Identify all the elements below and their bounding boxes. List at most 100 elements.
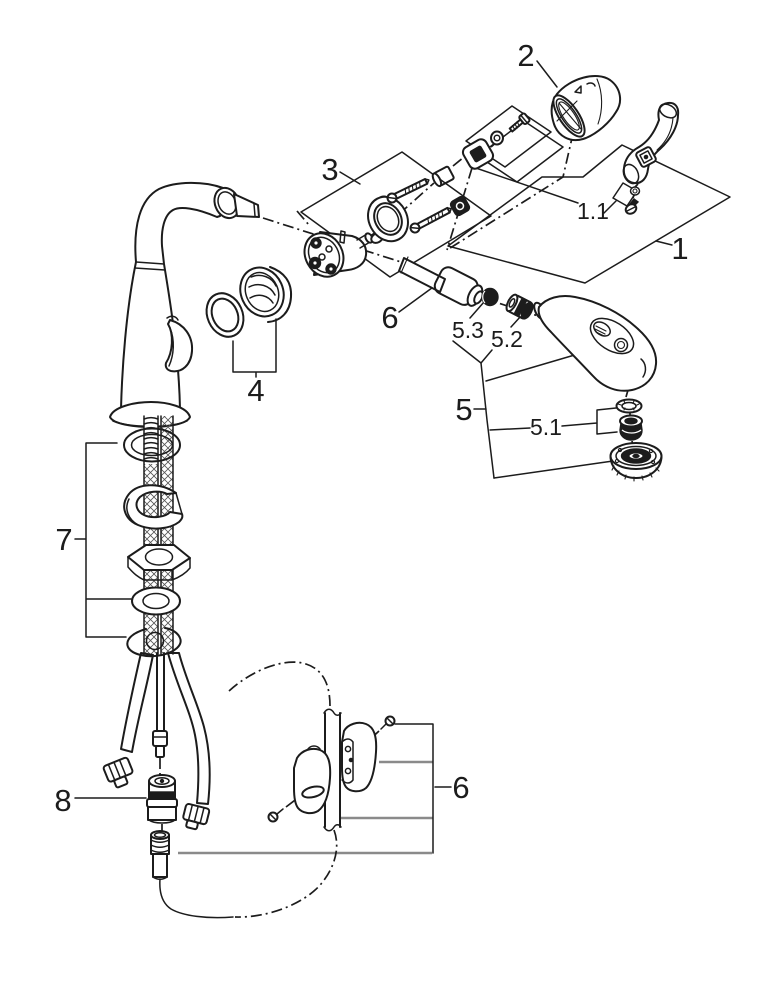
hose-right <box>167 652 211 805</box>
label-part-1-1: 1.1 <box>577 198 609 224</box>
leader-part1 <box>655 240 673 246</box>
leader-part6-hose <box>398 284 437 313</box>
label-part-5-2: 5.2 <box>491 326 523 352</box>
quick-coupling-part8 <box>146 774 178 824</box>
axis-coupling <box>159 758 163 831</box>
spray-head-buttons <box>589 317 635 355</box>
hose-tail <box>159 878 234 919</box>
hose-left-nut <box>102 756 134 789</box>
plane-screw-set-b <box>477 120 564 183</box>
threaded-collar-part4 <box>239 266 293 323</box>
cap-inner-splines <box>556 100 582 130</box>
lever-handle-part1 <box>622 101 680 215</box>
label-part-5: 5 <box>455 392 472 427</box>
label-part-2: 2 <box>517 38 534 73</box>
handle-base-face <box>622 163 640 185</box>
horseshoe-washer-depth <box>126 492 183 526</box>
mounting-nut <box>127 544 191 581</box>
flat-washer <box>131 586 181 616</box>
cap-rim1 <box>555 98 583 134</box>
handle-washer <box>629 186 641 196</box>
neck-joint-lines <box>134 261 166 271</box>
horseshoe-washer <box>123 484 184 530</box>
hose-tube <box>398 257 446 293</box>
label-part-5-1: 5.1 <box>530 414 562 440</box>
o-ring-part4-inner <box>210 297 240 333</box>
wand-tip-face <box>253 203 256 217</box>
hose-weight-holder-part6 <box>267 708 396 832</box>
spray-head-notch <box>640 358 647 378</box>
cap-part5-3 <box>481 287 499 307</box>
cartridge-nut-block <box>461 138 495 170</box>
supply-hoses <box>102 652 234 919</box>
spout-and-body <box>120 181 227 410</box>
bracket-part6-holder <box>178 723 452 855</box>
small-screw <box>508 112 531 133</box>
pullout-hose-center <box>156 652 165 733</box>
cap-part2 <box>550 75 622 142</box>
cap-top-marks <box>574 82 596 94</box>
cartridge-flange <box>367 195 409 244</box>
label-part-5-3: 5.3 <box>452 317 484 343</box>
holder-screw-left <box>267 808 284 823</box>
leader-part1-1-left <box>469 165 579 204</box>
part-labels: 2 3 1 1.1 4 5 5.1 5.2 5.3 6 6 7 8 <box>54 38 688 818</box>
flange-screw-b <box>409 206 452 234</box>
trim-parts-part4 <box>205 266 293 338</box>
pullout-hose-end-part6 <box>398 256 534 320</box>
holder-screw-right <box>380 715 396 730</box>
pullout-hose-loop-bottom <box>234 829 338 918</box>
label-part-8: 8 <box>54 783 71 818</box>
body-side-boss-detail <box>166 315 179 367</box>
c-clip <box>126 627 182 658</box>
check-valve-part5-2 <box>505 293 534 320</box>
hose-right-nut <box>182 803 211 831</box>
hose-end-fitting <box>150 830 170 880</box>
leader-part2 <box>536 60 558 88</box>
label-part-7: 7 <box>55 522 72 557</box>
holder-half-left <box>293 745 332 815</box>
label-part-4: 4 <box>247 373 264 408</box>
label-part-3: 3 <box>321 152 338 187</box>
cartridge <box>303 230 374 278</box>
handle-body <box>622 101 680 185</box>
strip-outlines <box>143 415 174 655</box>
handle-inner-line <box>656 117 674 151</box>
hose-break-lines <box>323 708 342 832</box>
leader-lines <box>74 60 673 855</box>
hose-left <box>120 652 154 753</box>
axis-into-cartridge <box>296 210 310 226</box>
holder-half-right <box>341 721 378 793</box>
mounting-hardware-part7 <box>123 427 191 658</box>
base-o-ring <box>123 427 181 463</box>
cartridge-group-part3 <box>303 112 531 278</box>
dark-square-nut <box>449 195 471 217</box>
pullout-hose-loop-top <box>228 661 331 707</box>
handle-screw <box>624 198 640 215</box>
cap-rim2 <box>558 101 580 131</box>
bracket-part7 <box>74 442 132 638</box>
spray-face-disc <box>609 442 663 482</box>
base-o-ring-inner <box>130 433 174 457</box>
handle-tip-face <box>658 103 678 119</box>
bracket-part5 <box>452 301 618 479</box>
brass-nut <box>431 165 455 188</box>
threaded-shank-coils <box>143 416 159 460</box>
plane-group-1 <box>447 144 731 284</box>
cap-seam <box>596 78 603 125</box>
pullout-wand-tip <box>233 193 260 218</box>
valve-insert-part5-1 <box>619 414 643 441</box>
leader-part1-1-right <box>603 200 617 214</box>
small-washer <box>490 130 504 146</box>
bracket-part4 <box>232 318 277 378</box>
label-part-6-hose: 6 <box>381 300 398 335</box>
handle-clip-window <box>635 146 657 168</box>
hose-tube-break <box>400 256 409 274</box>
spray-head-part5 <box>533 295 663 482</box>
faucet-body <box>109 181 260 428</box>
hose-connector <box>152 730 168 758</box>
label-part-6-holder: 6 <box>452 770 469 805</box>
o-ring-part4 <box>205 292 245 338</box>
